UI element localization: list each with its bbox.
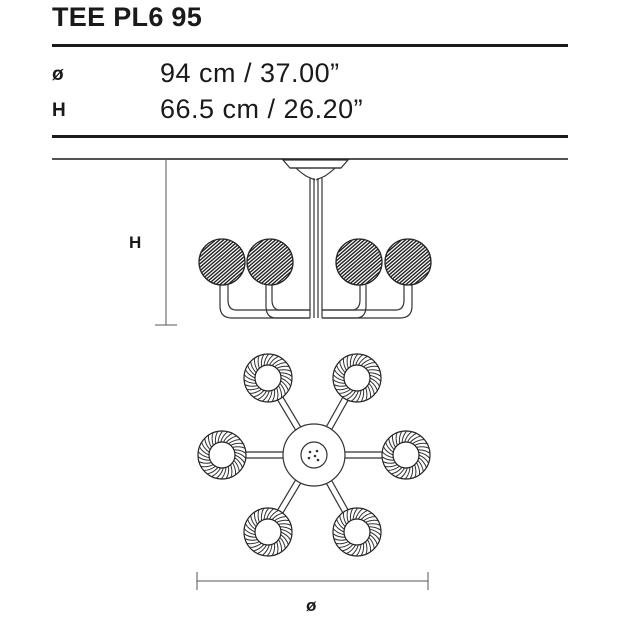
globe-top xyxy=(332,353,382,403)
top-arm xyxy=(276,398,299,434)
hub-dot xyxy=(308,450,312,454)
top-hub xyxy=(300,441,328,469)
spec-label-diameter: ø xyxy=(52,64,64,85)
product-title: TEE PL6 95 xyxy=(52,2,203,32)
hub-dot xyxy=(315,449,319,453)
top-arm xyxy=(323,479,344,514)
hub-dot xyxy=(307,456,311,460)
diameter-label: ø xyxy=(306,596,317,615)
globe-top xyxy=(332,507,382,557)
spec-row-diameter: ø 94 cm / 37.00” xyxy=(52,58,568,92)
spec-value-diameter: 94 cm / 37.00” xyxy=(160,58,340,88)
globe-top xyxy=(243,353,293,403)
top-arm xyxy=(281,479,304,515)
top-arm xyxy=(328,399,349,434)
height-label: H xyxy=(129,233,142,252)
top-arm xyxy=(281,395,304,431)
canopy xyxy=(281,159,350,318)
globe-top xyxy=(243,507,293,557)
globe-top xyxy=(381,430,431,480)
specs-rule xyxy=(52,135,568,138)
top-view xyxy=(197,353,431,557)
arms-front xyxy=(219,285,413,319)
height-dimension xyxy=(155,159,177,326)
top-arm xyxy=(323,396,344,431)
spec-label-height: H xyxy=(52,100,66,121)
globe-top xyxy=(197,430,247,480)
hub-dot xyxy=(313,454,317,458)
spec-row-height: H 66.5 cm / 26.20” xyxy=(52,94,568,128)
top-arm xyxy=(328,476,349,511)
top-arm xyxy=(276,476,299,512)
hub-dot xyxy=(316,458,320,462)
diameter-dimension xyxy=(196,572,429,590)
globes-front xyxy=(198,238,432,286)
header-rule xyxy=(52,44,568,47)
spec-value-height: 66.5 cm / 26.20” xyxy=(160,94,364,124)
